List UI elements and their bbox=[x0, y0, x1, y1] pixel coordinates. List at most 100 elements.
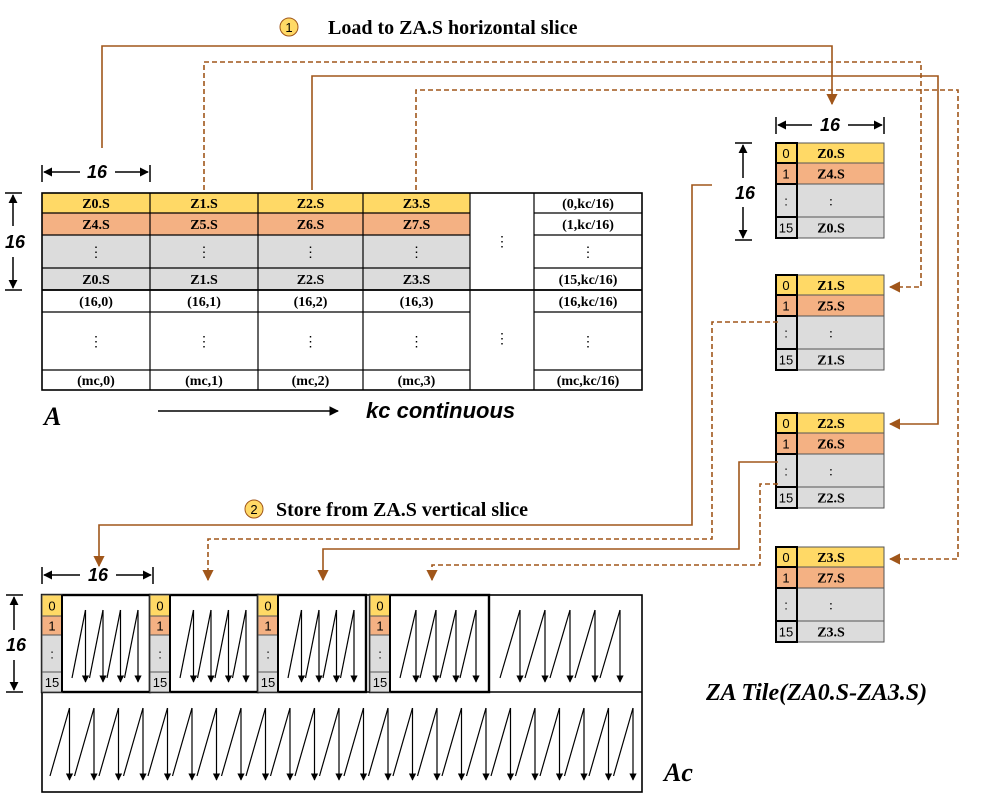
za-tile-index: 0 bbox=[782, 278, 789, 293]
vertical-ellipsis: ⋮ bbox=[89, 246, 103, 261]
matrix-a-cell: Z5.S bbox=[190, 218, 218, 233]
matrix-a-cell: (16,0) bbox=[79, 295, 113, 310]
za-tile-index: 1 bbox=[782, 437, 789, 452]
zigzag-diagonal bbox=[123, 609, 139, 679]
zigzag-diagonal bbox=[196, 609, 212, 679]
matrix-a-cell: (15,kc/16) bbox=[559, 273, 618, 288]
zigzag-diagonal bbox=[419, 609, 437, 679]
matrix-a-cell: (16,3) bbox=[400, 295, 434, 310]
za-tile-index-cell bbox=[775, 348, 798, 371]
za-tile-index: 1 bbox=[782, 167, 789, 182]
za-tile-label: Z3.S bbox=[817, 626, 845, 641]
za-width-marker bbox=[775, 117, 885, 134]
za-tile-index: 15 bbox=[779, 221, 793, 236]
za-tile-index: 0 bbox=[782, 146, 789, 161]
ac-index-label: 15 bbox=[373, 675, 387, 690]
ac-bottom-zigzag bbox=[49, 707, 637, 781]
za-tile-index-cell bbox=[775, 216, 798, 239]
za-tile-index: 1 bbox=[782, 571, 789, 586]
za-tile-label: : bbox=[829, 465, 833, 480]
zigzag-diagonal bbox=[339, 609, 355, 679]
zigzag-diagonal bbox=[231, 609, 247, 679]
za-tile-label: Z6.S bbox=[817, 438, 845, 453]
za-tile-index: 15 bbox=[779, 491, 793, 506]
za-tile-index-cell bbox=[775, 620, 798, 643]
matrix-a-cell: Z6.S bbox=[297, 218, 325, 233]
load-arrow-z3 bbox=[415, 89, 959, 565]
za-tile-row bbox=[775, 587, 885, 622]
matrix-a-cell: (16,1) bbox=[187, 295, 221, 310]
vertical-ellipsis: ⋮ bbox=[581, 246, 595, 261]
matrix-a-cell: (mc,1) bbox=[185, 374, 223, 389]
za-tile-label: Z0.S bbox=[817, 222, 845, 237]
ac-block: 01:15 bbox=[368, 593, 491, 694]
matrix-a-row-fill bbox=[42, 235, 470, 268]
matrix-a-cell: (0,kc/16) bbox=[562, 197, 614, 212]
matrix-a-cell: (mc,0) bbox=[77, 374, 115, 389]
matrix-a-cell: Z3.S bbox=[403, 273, 431, 288]
store-arrow-z0 bbox=[93, 184, 712, 568]
a-height-label: 16 bbox=[5, 232, 26, 252]
ac-block: 01:15 bbox=[40, 593, 152, 694]
za-height-label: 16 bbox=[735, 183, 756, 203]
vertical-ellipsis: ⋮ bbox=[304, 246, 318, 261]
za-width-label: 16 bbox=[820, 115, 841, 135]
ac-index-label: : bbox=[158, 647, 162, 662]
vertical-ellipsis: ⋮ bbox=[410, 335, 424, 350]
za-tile-label: : bbox=[829, 599, 833, 614]
za-tile-label: Z3.S bbox=[817, 551, 845, 566]
matrix-a-cell: (mc,kc/16) bbox=[557, 374, 620, 389]
ac-block: 01:15 bbox=[148, 593, 260, 694]
zigzag-diagonal bbox=[179, 609, 195, 679]
matrix-a-cell: Z4.S bbox=[82, 218, 110, 233]
a-width-label: 16 bbox=[87, 162, 108, 182]
zigzag-diagonal bbox=[304, 609, 320, 679]
a-height-marker bbox=[5, 192, 22, 291]
za-tile-index: : bbox=[784, 194, 788, 209]
za-tile-label: Z4.S bbox=[817, 168, 845, 183]
matrix-a-cell: Z2.S bbox=[297, 273, 325, 288]
ac-index-label: : bbox=[266, 647, 270, 662]
ac-width-marker bbox=[41, 567, 154, 584]
ac-height-marker bbox=[6, 594, 23, 693]
za-tile-label: Z2.S bbox=[817, 417, 845, 432]
ac-index-label: 0 bbox=[156, 599, 163, 614]
zigzag-diagonal bbox=[322, 609, 338, 679]
vertical-ellipsis: ⋮ bbox=[495, 235, 509, 250]
load-arrow-z1 bbox=[203, 61, 922, 293]
za-tile-label: : bbox=[829, 327, 833, 342]
za-tile-label: Z0.S bbox=[817, 147, 845, 162]
ac-width-label: 16 bbox=[88, 565, 109, 585]
za-tile-index-cell bbox=[775, 486, 798, 509]
zigzag-diagonal bbox=[88, 609, 104, 679]
zigzag-diagonal bbox=[287, 609, 303, 679]
matrix-a-cell: (1,kc/16) bbox=[562, 218, 614, 233]
vertical-ellipsis: ⋮ bbox=[304, 335, 318, 350]
ac-block: 01:15 bbox=[256, 593, 368, 694]
vertical-ellipsis: ⋮ bbox=[581, 335, 595, 350]
step2-number: 2 bbox=[250, 502, 257, 517]
vertical-ellipsis: ⋮ bbox=[197, 246, 211, 261]
za-tile-index: 15 bbox=[779, 625, 793, 640]
vertical-ellipsis: ⋮ bbox=[410, 246, 424, 261]
za-tile-label: Z1.S bbox=[817, 354, 845, 369]
step1-title: 1 Load to ZA.S horizontal slice bbox=[279, 17, 578, 39]
matrix-a-cell: Z0.S bbox=[82, 197, 110, 212]
matrix-a-cell: Z1.S bbox=[190, 273, 218, 288]
step1-label: Load to ZA.S horizontal slice bbox=[328, 17, 578, 39]
step2-title: 2 Store from ZA.S vertical slice bbox=[244, 499, 528, 521]
zigzag-diagonal bbox=[71, 609, 87, 679]
vertical-ellipsis: ⋮ bbox=[197, 335, 211, 350]
ac-index-label: 0 bbox=[48, 599, 55, 614]
ac-index-label: 0 bbox=[264, 599, 271, 614]
za-tile-label: Z2.S bbox=[817, 492, 845, 507]
kc-direction-label: kc continuous bbox=[366, 398, 515, 423]
step2-badge bbox=[244, 499, 264, 519]
matrix-a-cell: Z2.S bbox=[297, 197, 325, 212]
zigzag-diagonal bbox=[459, 609, 477, 679]
ac-index-label: 1 bbox=[156, 619, 163, 634]
